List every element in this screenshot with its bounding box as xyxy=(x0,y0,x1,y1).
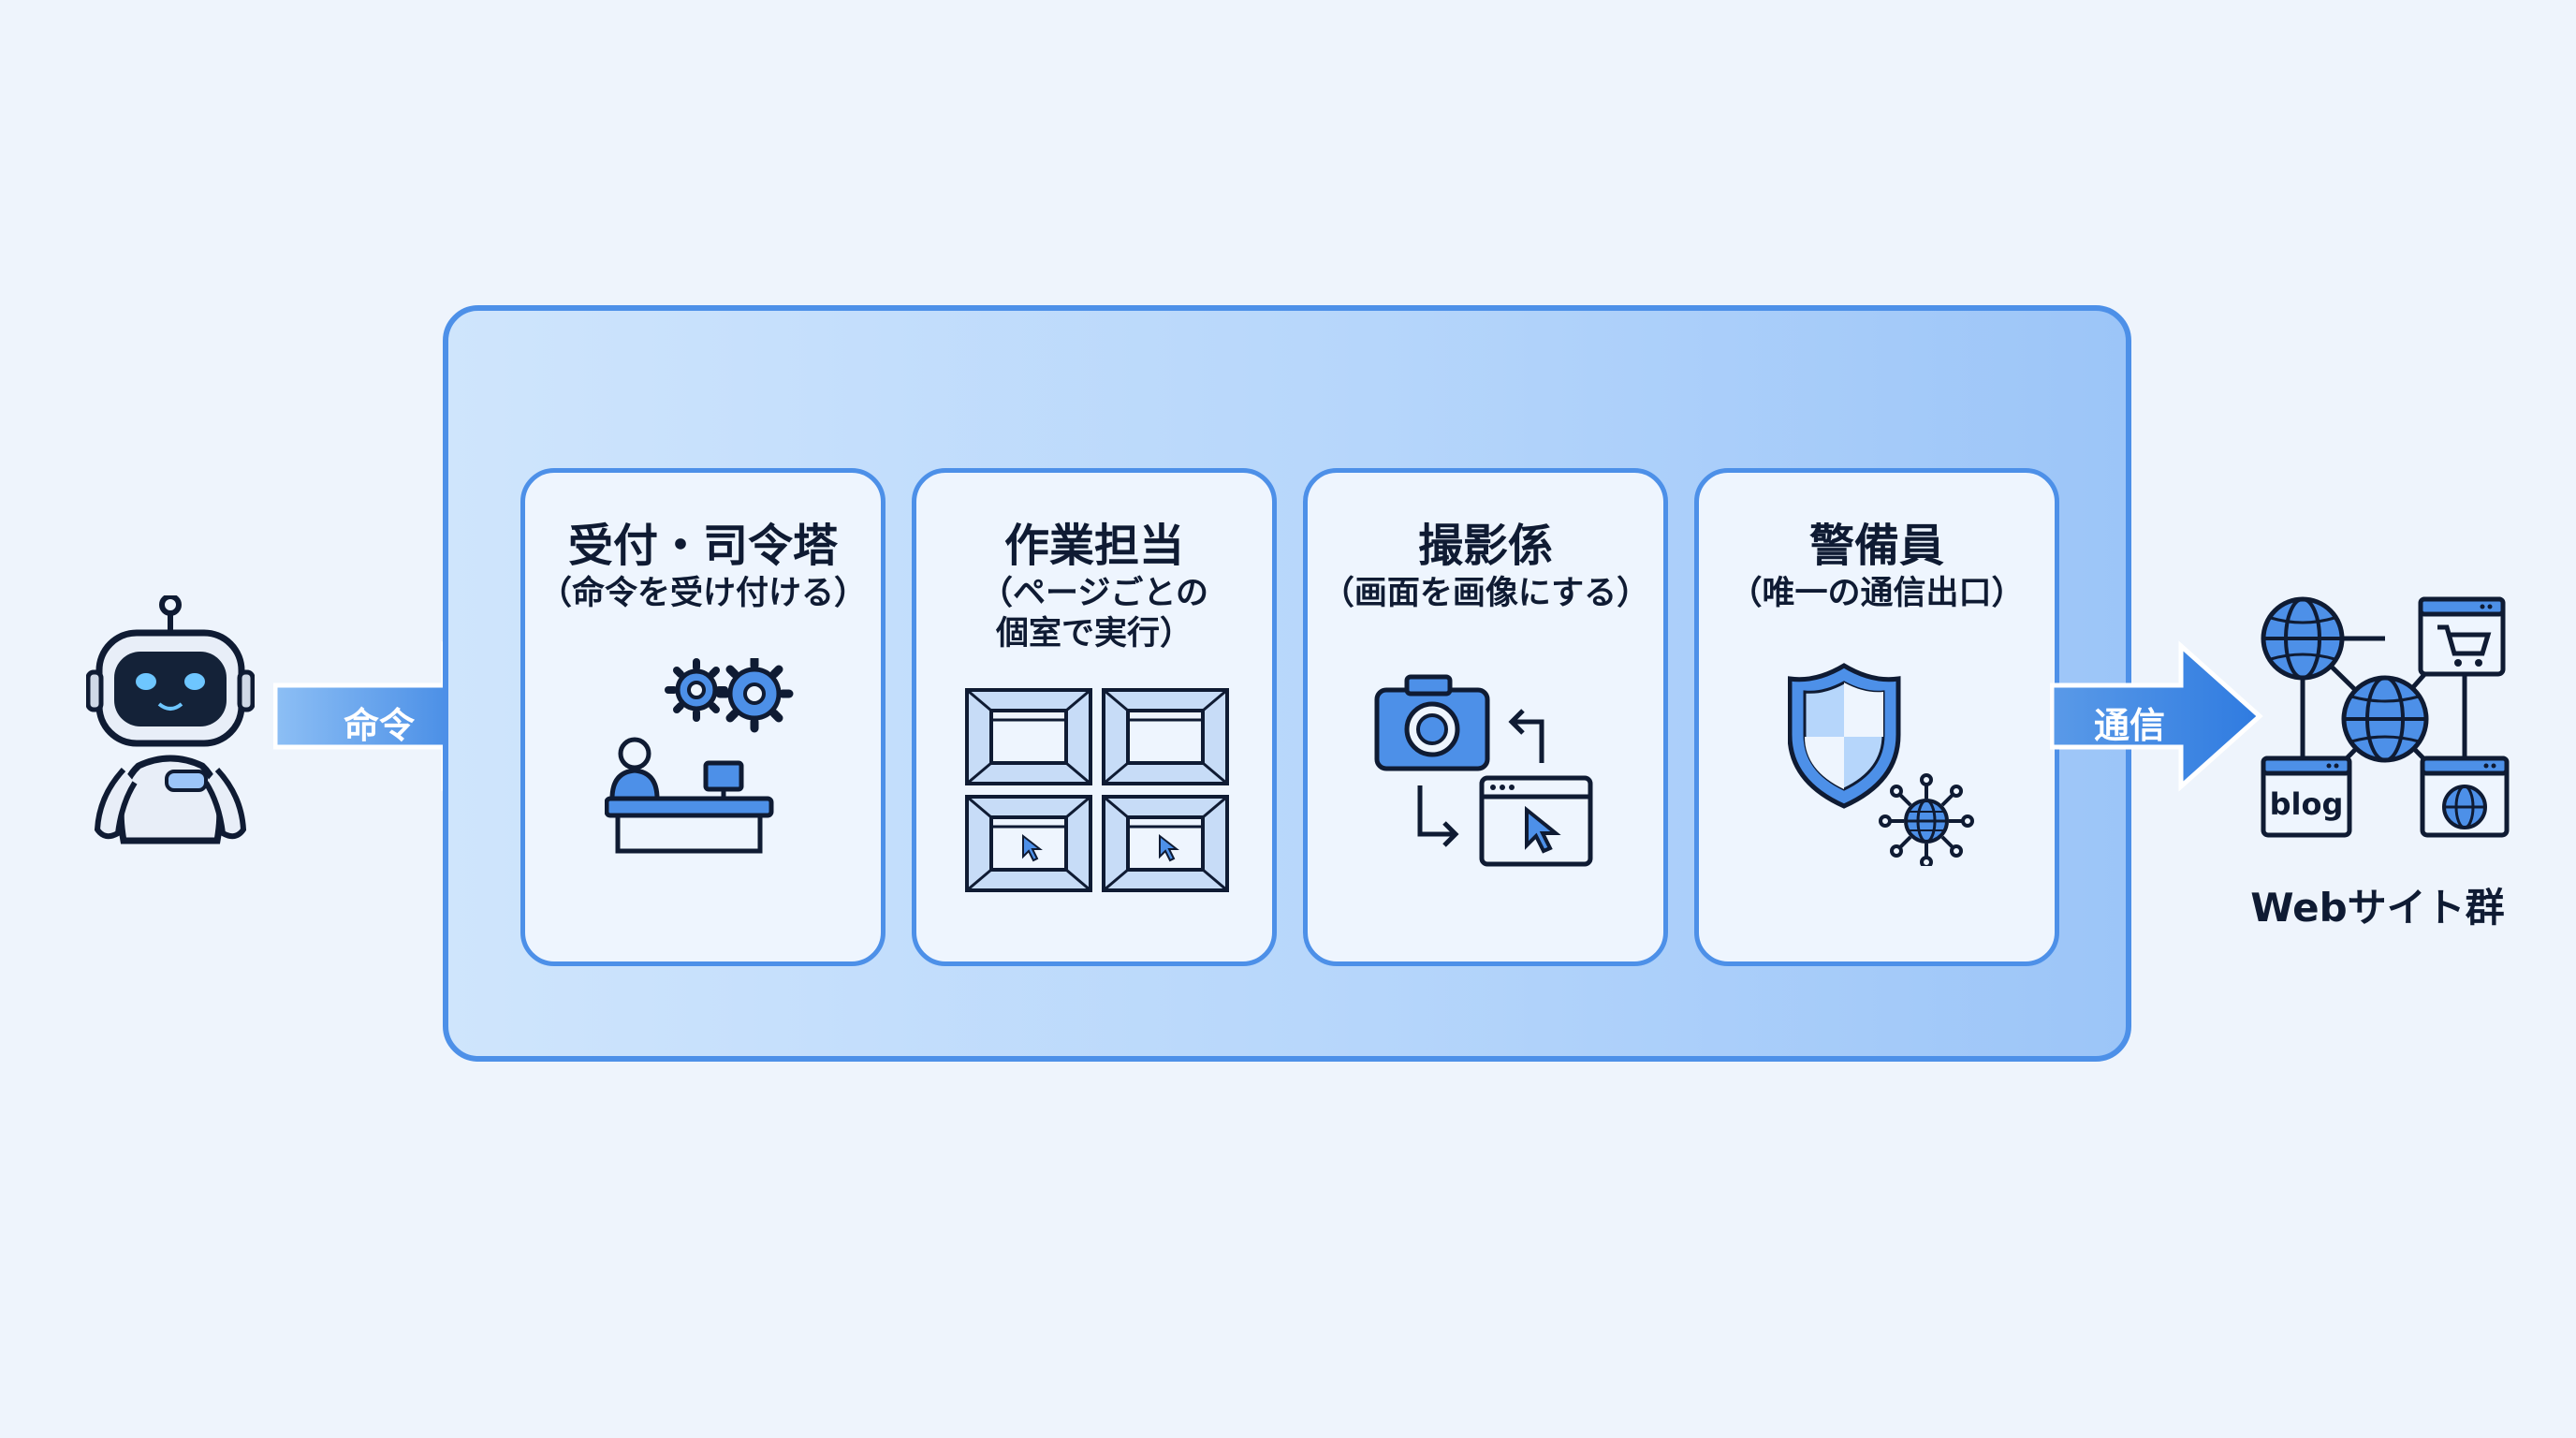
websites-label: Webサイト群 xyxy=(2250,885,2505,931)
desk-person-icon xyxy=(605,658,794,854)
cart-icon xyxy=(2437,624,2492,667)
card-reception: 受付・司令塔 （命令を受け付ける） xyxy=(520,468,886,966)
browser-window-icon xyxy=(965,795,1092,892)
cart-window xyxy=(2418,596,2506,677)
card-title: 警備員 xyxy=(1808,520,1944,572)
websites-icon: blog xyxy=(2261,596,2510,838)
card-subtitle: （唯一の通信出口） xyxy=(1729,575,2025,612)
browser-window-icon xyxy=(1102,795,1229,892)
browser-window-icon xyxy=(1479,775,1593,867)
globe-window xyxy=(2420,756,2510,838)
globe-icon xyxy=(2341,675,2429,763)
gears-icon xyxy=(665,658,794,733)
blog-text: blog xyxy=(2270,786,2344,822)
globe-icon xyxy=(2261,596,2345,681)
communication-label: 通信 xyxy=(2093,705,2165,746)
card-subtitle: （命令を受け付ける） xyxy=(538,575,867,612)
network-node-icon xyxy=(1879,773,1974,866)
card-title: 作業担当 xyxy=(1003,520,1184,572)
blog-window: blog xyxy=(2261,756,2352,838)
browser-rooms-icon xyxy=(965,688,1229,892)
card-guard: 警備員 （唯一の通信出口） xyxy=(1694,468,2059,966)
card-subtitle: （ページごとの 個室で実行） xyxy=(980,575,1208,653)
browser-window-icon xyxy=(965,688,1092,785)
browser-window-icon xyxy=(1102,688,1229,785)
card-title: 受付・司令塔 xyxy=(567,520,838,572)
card-camera: 撮影係 （画面を画像にする） xyxy=(1303,468,1668,966)
shield-icon xyxy=(1788,663,1974,866)
robot-icon xyxy=(86,595,255,844)
card-title: 撮影係 xyxy=(1417,520,1553,572)
screenshot-flow-icon xyxy=(1374,674,1593,867)
communication-arrow xyxy=(2050,640,2263,792)
card-worker: 作業担当 （ページごとの 個室で実行） xyxy=(912,468,1277,966)
command-label: 命令 xyxy=(343,705,415,746)
card-subtitle: （画面を画像にする） xyxy=(1321,575,1650,612)
camera-icon xyxy=(1374,674,1490,771)
